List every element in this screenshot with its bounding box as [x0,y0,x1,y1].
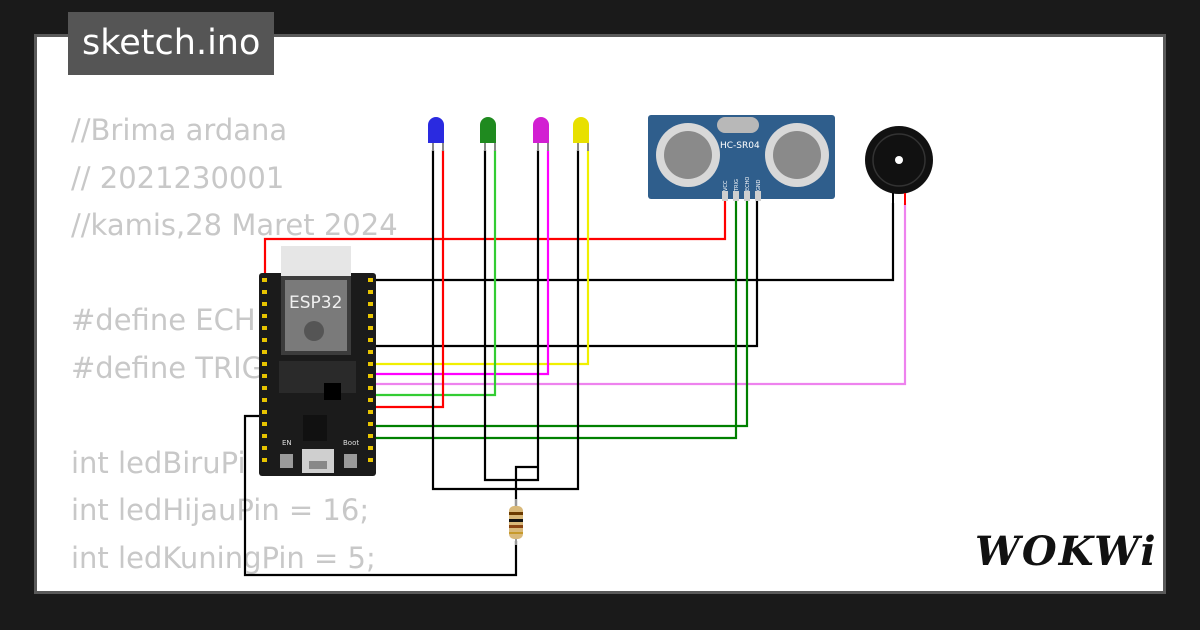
resistor [509,499,523,545]
sensor-pin-trig: TRIG [734,179,740,192]
code-line: int ledMerahPin = 18 [71,582,398,591]
esp32-label: ESP32 [289,293,342,313]
buzzer [865,126,933,205]
wire-esp-gnd [243,414,518,577]
code-line: int ledKuningPin = 5; [71,540,376,575]
circuit-diagram: ESP32 EN Boot [243,115,933,577]
sensor-pin-gnd: GND [756,179,762,191]
en-label: EN [282,439,292,447]
sensor-pin-echo: ECHO [745,177,751,191]
wire-led-green [373,150,497,397]
code-line: //kamis,28 Maret 2024 [71,208,398,242]
wire-led-cathode-green [483,150,540,482]
wire-led-magenta [373,150,550,376]
wire-buzzer-gnd [373,203,895,282]
canvas-card: //Brima ardana // 2021230001 //kamis,28 Ma… [34,34,1166,594]
led-green [480,117,496,151]
code-line: #define ECH [71,303,256,337]
led-magenta [533,117,549,151]
wire-led-cathode-blue [431,150,580,491]
wire-sensor-trig [373,198,738,440]
wire-buzzer-signal [373,203,907,386]
wire-sensor-echo [373,198,749,428]
code-line: int ledBiruPi [71,445,246,480]
wire-led-blue [373,150,445,409]
ultrasonic-sensor: HC-SR04 VCC TRIG ECHO GND [648,115,835,201]
sensor-pin-vcc: VCC [723,180,729,191]
wire-led-yellow [373,150,590,366]
wire-resistor-top [514,465,538,506]
code-background: //Brima ardana // 2021230001 //kamis,28 Ma… [71,107,398,591]
boot-label: Boot [343,439,359,447]
code-line: // 2021230001 [71,160,285,195]
esp32-board: ESP32 EN Boot [259,246,376,476]
file-title-tab[interactable]: sketch.ino [68,12,275,75]
code-line: //Brima ardana [71,113,288,147]
led-blue [428,117,444,151]
led-yellow [573,117,589,151]
wokwi-logo: WOKWi [975,528,1158,575]
code-line: #define TRIG [71,350,265,385]
wire-sensor-gnd [373,198,759,348]
sensor-label: HC-SR04 [720,141,760,151]
code-line: int ledHijauPin = 16; [71,493,370,527]
